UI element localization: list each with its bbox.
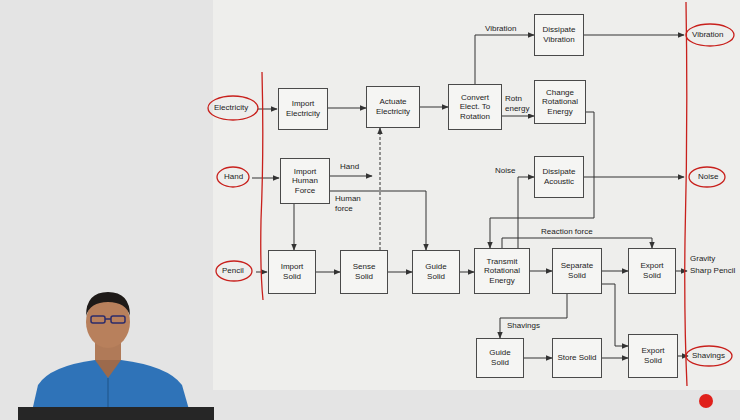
connector xyxy=(460,272,474,273)
record-dot xyxy=(699,394,713,408)
process-box: Guide Solid xyxy=(476,338,524,378)
flow-label: Pencil xyxy=(222,266,244,276)
hand-annotation xyxy=(208,2,734,386)
box-text: Convert Elect. To Rotation xyxy=(452,93,498,122)
connector xyxy=(294,204,295,250)
box-text: Dissipate Vibration xyxy=(538,25,580,44)
connector xyxy=(502,116,534,117)
process-box: Export Solid xyxy=(628,248,676,294)
connector xyxy=(420,107,448,108)
process-box: Import Electricity xyxy=(278,88,328,130)
flow-arrow xyxy=(252,35,688,356)
connector xyxy=(602,271,628,272)
edge-label: Noise xyxy=(494,166,516,176)
connector xyxy=(328,108,366,109)
edge-label: Vibration xyxy=(484,24,517,34)
box-text: Export Solid xyxy=(632,261,672,280)
box-text: Change Rotational Energy xyxy=(538,88,582,117)
box-text: Guide Solid xyxy=(416,262,456,281)
process-box: Dissipate Vibration xyxy=(534,14,584,56)
edge-label: Human force xyxy=(334,194,372,214)
process-box: Import Solid xyxy=(268,250,316,294)
box-text: Actuate Electricity xyxy=(370,97,416,116)
flow-label: Hand xyxy=(340,162,359,172)
edge-label: Reaction force xyxy=(540,227,594,237)
edge-label: Rotn energy xyxy=(504,94,534,114)
process-box: Store Solid xyxy=(552,338,602,378)
flow-label: Sharp Pencil xyxy=(690,266,735,276)
connector xyxy=(602,284,628,346)
box-text: Import Electricity xyxy=(282,99,324,118)
process-box: Export Solid xyxy=(628,334,678,378)
process-box: Actuate Electricity xyxy=(366,86,420,128)
flow-label: Hand xyxy=(224,172,243,182)
connector xyxy=(530,271,552,272)
process-box: Sense Solid xyxy=(340,250,388,294)
box-text: Separate Solid xyxy=(556,261,598,280)
paper-scan xyxy=(213,0,740,390)
box-text: Store Solid xyxy=(557,353,596,363)
box-text: Import Human Force xyxy=(284,167,326,196)
box-text: Export Solid xyxy=(632,346,674,365)
process-box: Transmit Rotational Energy xyxy=(474,248,530,294)
box-text: Guide Solid xyxy=(480,348,520,367)
flow-label: Shavings xyxy=(692,351,725,361)
connector xyxy=(475,35,534,84)
connector xyxy=(330,191,426,250)
edge-label: Shavings xyxy=(506,321,541,331)
flow-label: Gravity xyxy=(690,254,715,264)
process-box: Separate Solid xyxy=(552,248,602,294)
connector xyxy=(502,238,652,248)
connector xyxy=(524,358,552,359)
connector xyxy=(316,272,340,273)
process-box: Dissipate Acoustic xyxy=(534,156,584,198)
process-box: Convert Elect. To Rotation xyxy=(448,84,502,130)
flow-label: Noise xyxy=(698,172,718,182)
lecturer xyxy=(18,292,214,420)
connector xyxy=(602,358,628,359)
flow-label: Vibration xyxy=(692,30,723,40)
process-box: Guide Solid xyxy=(412,250,460,294)
connector xyxy=(380,128,381,250)
connector xyxy=(388,272,412,273)
flow-label: Electricity xyxy=(214,103,248,113)
process-box: Change Rotational Energy xyxy=(534,80,586,124)
connector xyxy=(518,177,534,248)
process-box: Import Human Force xyxy=(280,158,330,204)
box-text: Transmit Rotational Energy xyxy=(478,257,526,286)
connector xyxy=(490,112,594,248)
box-text: Dissipate Acoustic xyxy=(538,167,580,186)
box-text: Sense Solid xyxy=(344,262,384,281)
box-text: Import Solid xyxy=(272,262,312,281)
connector xyxy=(500,294,567,338)
